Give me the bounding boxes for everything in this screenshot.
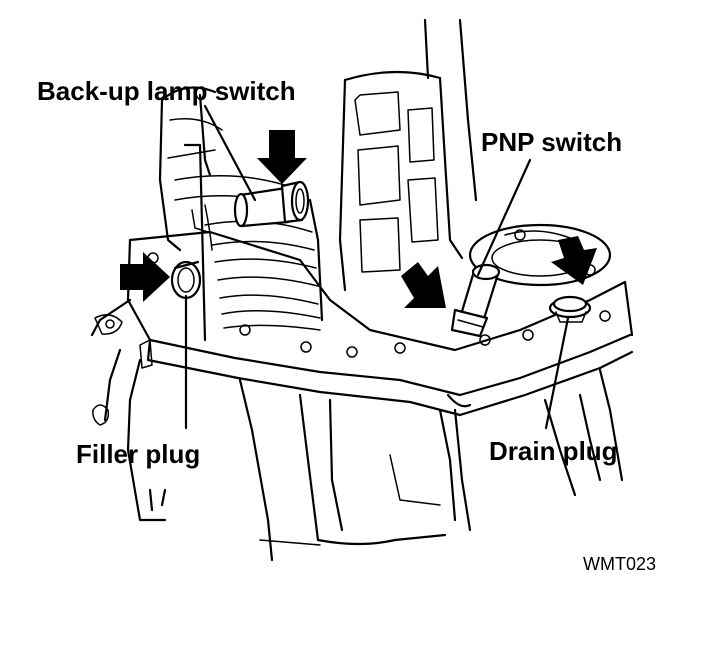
leader-pnp-switch (476, 158, 532, 277)
drain-plug-label: Drain plug (489, 436, 618, 466)
drain-plug (548, 295, 592, 323)
backup-lamp-switch (233, 180, 310, 228)
backup-lamp-switch-label: Back-up lamp switch (37, 76, 296, 106)
arrow-backup-lamp-switch (257, 130, 307, 184)
leader-drain-plug (544, 316, 570, 430)
leader-lines (184, 104, 570, 430)
arrow-drain-plug (551, 236, 597, 285)
leader-backup-lamp-switch (203, 104, 257, 202)
pnp-switch-label: PNP switch (481, 127, 623, 157)
arrow-pnp-switch (401, 262, 446, 308)
ribbed-housing (167, 118, 324, 342)
arrow-filler-plug (120, 252, 170, 302)
figure-code: WMT023 (583, 554, 657, 574)
filler-plug-label: Filler plug (76, 439, 201, 469)
pointer-arrows (120, 130, 597, 308)
filler-plug (170, 260, 202, 300)
pnp-switch (450, 223, 612, 338)
